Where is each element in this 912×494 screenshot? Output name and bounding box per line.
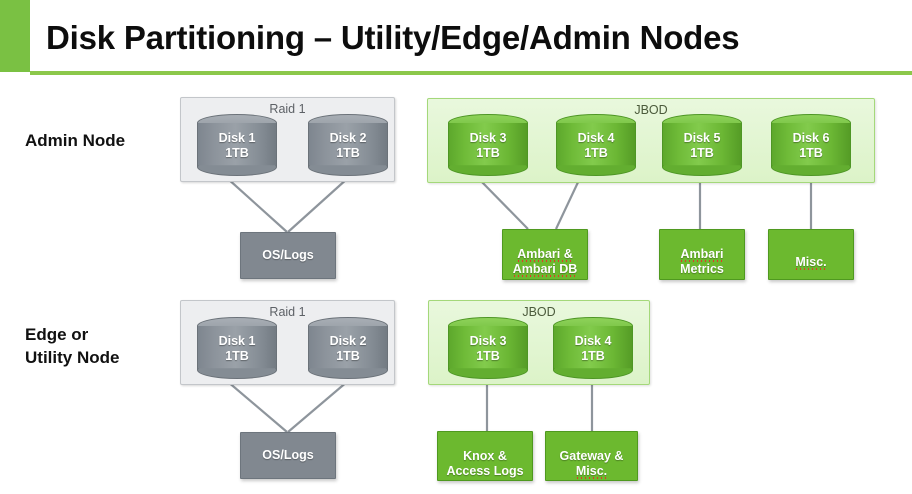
target-admin-ambari-db: Ambari &Ambari DB [502,229,588,280]
disk-body [448,326,528,370]
target-edge-knox: Knox &Access Logs [437,431,533,481]
target-label: OS/Logs [262,248,314,262]
disk-body [553,326,633,370]
target-label: Gateway &Misc. [559,448,624,479]
target-label: OS/Logs [262,448,314,462]
group-title-raid1-edge: Raid 1 [269,305,306,319]
target-edge-os-logs: OS/Logs [240,432,336,479]
header-accent-bar [0,0,30,72]
page-title: Disk Partitioning – Utility/Edge/Admin N… [46,19,740,56]
disk-body [308,123,388,167]
disk-body [556,123,636,167]
disk-body [308,326,388,370]
disk-body [771,123,851,167]
target-edge-gateway: Gateway &Misc. [545,431,638,481]
disk-body [197,123,277,167]
target-admin-misc: Misc. [768,229,854,280]
header-divider-rule [30,71,912,75]
row-label-admin-node: Admin Node [25,131,126,150]
row-label-edge-utility-node: Edge or Utility Node [25,325,120,367]
disk-body [197,326,277,370]
target-label: Knox &Access Logs [446,448,524,478]
target-label: Ambari &Ambari DB [512,247,578,277]
target-label: Misc. [795,254,827,270]
group-title-jbod-admin: JBOD [634,103,668,117]
disk-body [662,123,742,167]
target-admin-os-logs: OS/Logs [240,232,336,279]
group-title-jbod-edge: JBOD [522,305,556,319]
disk-body [448,123,528,167]
group-title-raid1-admin: Raid 1 [269,102,306,116]
